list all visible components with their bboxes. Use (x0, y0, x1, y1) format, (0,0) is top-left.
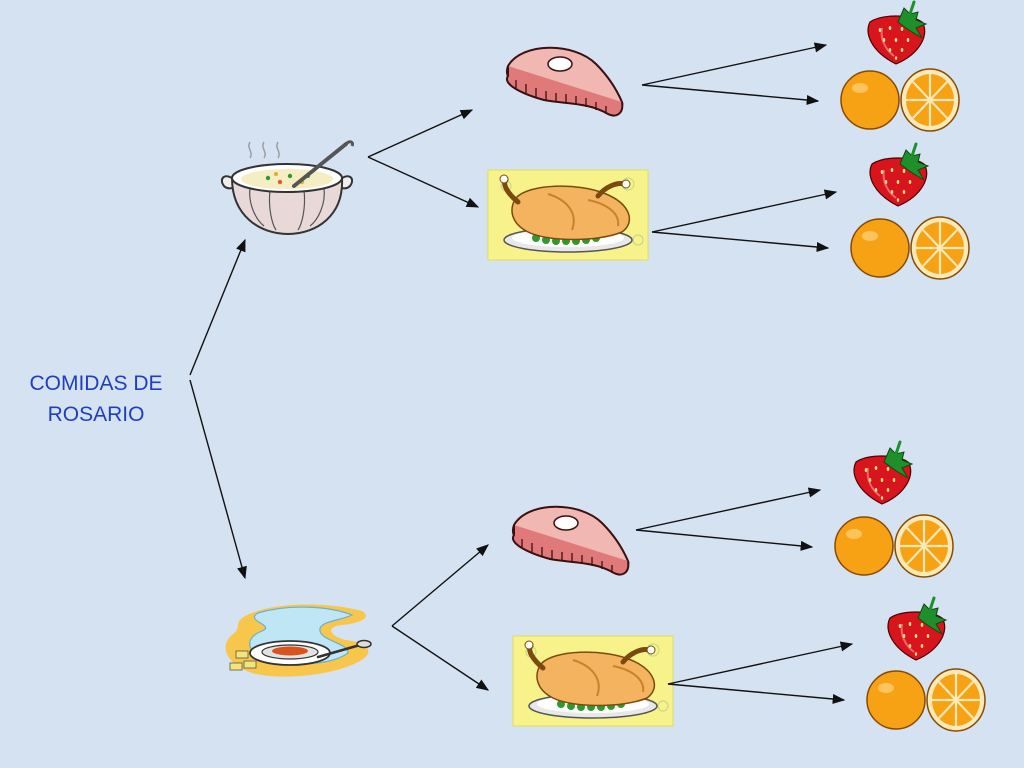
root-title: COMIDAS DE ROSARIO (8, 368, 184, 430)
soup-pot-icon (219, 139, 355, 236)
strawberry-icon (852, 440, 914, 506)
arrow-pot-to-meat (367, 109, 474, 158)
orange-icon (839, 67, 961, 133)
chicken-icon (513, 636, 673, 726)
arrow-root-to-soup-pot (189, 238, 246, 376)
orange-icon (865, 667, 987, 733)
chicken-icon (488, 170, 648, 260)
arrow-meat1-to-strawberry (641, 42, 828, 86)
strawberry-icon (868, 142, 930, 208)
arrow-meat2-to-orange (635, 529, 814, 551)
meat-icon (511, 505, 630, 576)
root-title-line-1: COMIDAS DE (29, 372, 163, 395)
orange-icon (849, 215, 971, 281)
arrow-meat2-to-strawberry (635, 487, 822, 531)
strawberry-icon (886, 596, 948, 662)
arrow-chicken1-to-strawberry (651, 189, 838, 233)
arrow-chicken2-to-orange (667, 683, 846, 704)
arrow-plate-to-meat (391, 544, 489, 627)
arrow-plate-to-chicken (391, 625, 490, 691)
orange-icon (833, 513, 955, 579)
arrow-root-to-soup-plate (189, 379, 247, 580)
meat-icon (505, 46, 624, 117)
arrow-pot-to-chicken (367, 156, 480, 208)
arrow-meat1-to-orange (641, 84, 820, 105)
soup-plate-icon (224, 603, 373, 678)
strawberry-icon (866, 0, 928, 66)
arrow-chicken2-to-strawberry (667, 641, 854, 685)
arrow-chicken1-to-orange (651, 231, 830, 252)
root-title-line-2: ROSARIO (47, 403, 145, 426)
